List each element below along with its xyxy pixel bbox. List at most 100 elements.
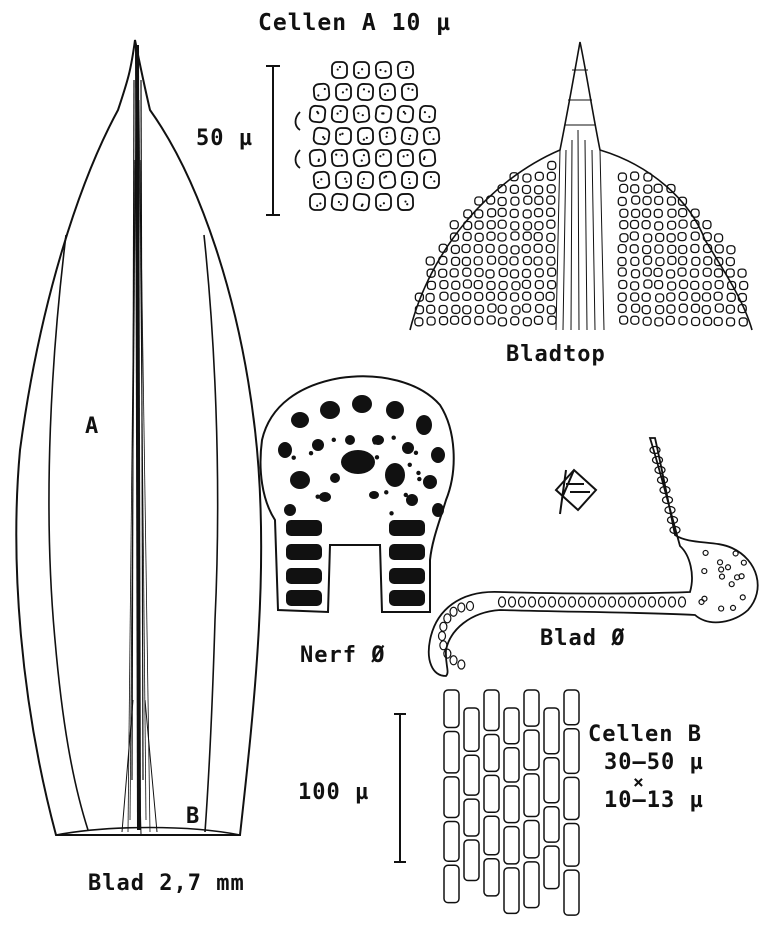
bladtop-cell <box>656 306 664 314</box>
cell-a <box>358 128 373 144</box>
bladtop-drawing <box>410 42 752 330</box>
bladtop-cell <box>486 292 494 300</box>
nerf-cell-small <box>373 440 377 444</box>
bladtop-cell <box>642 221 650 229</box>
cell-a-dot <box>362 114 364 116</box>
bladtop-cell <box>631 282 639 290</box>
blad-costa-cell <box>731 605 736 610</box>
leaf-border-left <box>49 235 88 830</box>
cell-b <box>484 859 499 896</box>
bladtop-cell <box>654 184 662 192</box>
bladtop-cell <box>667 305 675 313</box>
bladtop-cell <box>704 317 712 325</box>
blad-costa-cell <box>719 606 724 611</box>
bladtop-cell <box>535 222 543 230</box>
cell-a <box>402 84 418 101</box>
bladtop-cell <box>667 270 675 278</box>
blad-cell <box>549 597 556 607</box>
cell-b <box>524 821 539 858</box>
cell-b <box>544 758 559 803</box>
blad-cell <box>444 649 451 658</box>
cell-a-dot <box>317 181 319 183</box>
bladtop-cell <box>692 293 700 301</box>
bladtop-cell <box>463 280 471 288</box>
cell-a <box>358 84 374 101</box>
bladtop-cell <box>486 245 494 253</box>
region-a-label: A <box>85 416 99 438</box>
cell-b <box>444 821 459 861</box>
bladtop-cell <box>475 221 483 229</box>
bladtop-cell <box>487 196 495 204</box>
bladtop-cell <box>655 222 663 230</box>
bladtop-cell <box>727 318 735 326</box>
cell-b <box>444 731 459 772</box>
blad-costa-cell <box>699 599 704 604</box>
bladtop-cell <box>499 245 507 253</box>
cell-b <box>504 748 519 782</box>
blad-cell <box>649 597 656 607</box>
cell-a-dot <box>320 178 322 180</box>
cell-a-dot <box>403 111 405 113</box>
bladtop-cell <box>452 257 460 265</box>
cell-a-dot <box>363 178 365 180</box>
blad-cell <box>458 603 465 612</box>
bladtop-cell <box>462 257 470 265</box>
nerf-cell-small <box>414 451 418 455</box>
cell-a-dot <box>339 110 341 112</box>
leaf-costa <box>122 45 157 834</box>
bladtop-cell <box>679 304 687 312</box>
scale-bar-50 <box>266 66 280 215</box>
bladtop-cell <box>462 244 470 252</box>
bladtop-cell <box>715 245 723 253</box>
cell-a-dot <box>384 70 386 72</box>
bladtop-cell <box>692 318 700 326</box>
bladtop-cell <box>679 209 687 217</box>
nerf-leg-cell <box>286 590 322 606</box>
cell-b <box>484 775 499 812</box>
blad-cell <box>619 597 626 607</box>
nerf-cell <box>402 442 414 454</box>
bladtop-cell <box>475 305 483 313</box>
bladtop-cell <box>474 245 482 253</box>
bladtop-cell <box>727 293 735 301</box>
bladtop-cell <box>630 245 638 253</box>
blad-cell <box>467 602 474 611</box>
bladtop-cell <box>666 316 674 324</box>
bladtop-cell <box>680 280 688 288</box>
cell-b <box>564 690 579 725</box>
nerf-cell-small <box>375 455 379 459</box>
cell-a-dot <box>324 88 326 90</box>
cell-b <box>564 777 579 819</box>
bladtop-cell <box>452 305 460 313</box>
cell-a-dot <box>409 182 411 184</box>
bladtop-cell <box>547 185 555 193</box>
cell-a <box>376 62 392 79</box>
cell-a <box>376 150 391 166</box>
bladtop-cell <box>679 257 687 265</box>
bladtop-cell <box>499 268 507 276</box>
cell-a-dot <box>387 90 389 92</box>
nerf-cell <box>330 473 340 483</box>
bladtop-cell <box>439 269 447 277</box>
cell-a-edge <box>296 112 301 168</box>
bladtop-cell <box>548 316 556 324</box>
nerf-cell <box>278 442 292 458</box>
scale-bar-100 <box>394 714 406 862</box>
nerf-section-label: Nerf Ø <box>300 645 385 667</box>
bladtop-cell <box>535 292 543 300</box>
bladtop-cell <box>536 305 544 313</box>
cell-a <box>336 128 351 144</box>
cell-a-dot <box>404 200 406 202</box>
nerf-cell <box>291 412 309 428</box>
bladtop-cell <box>534 257 542 265</box>
bladtop-cell <box>643 246 651 254</box>
bladtop-cell <box>643 209 651 217</box>
bladtop-cell <box>691 281 699 289</box>
cell-a-dot <box>406 66 408 68</box>
cell-a-dot <box>379 69 381 71</box>
cell-a <box>309 105 325 122</box>
blad-costa-cell <box>733 551 738 556</box>
bladtop-cell <box>642 306 650 314</box>
cell-a <box>419 149 435 166</box>
blad-size-label: Blad 2,7 mm <box>88 873 245 895</box>
